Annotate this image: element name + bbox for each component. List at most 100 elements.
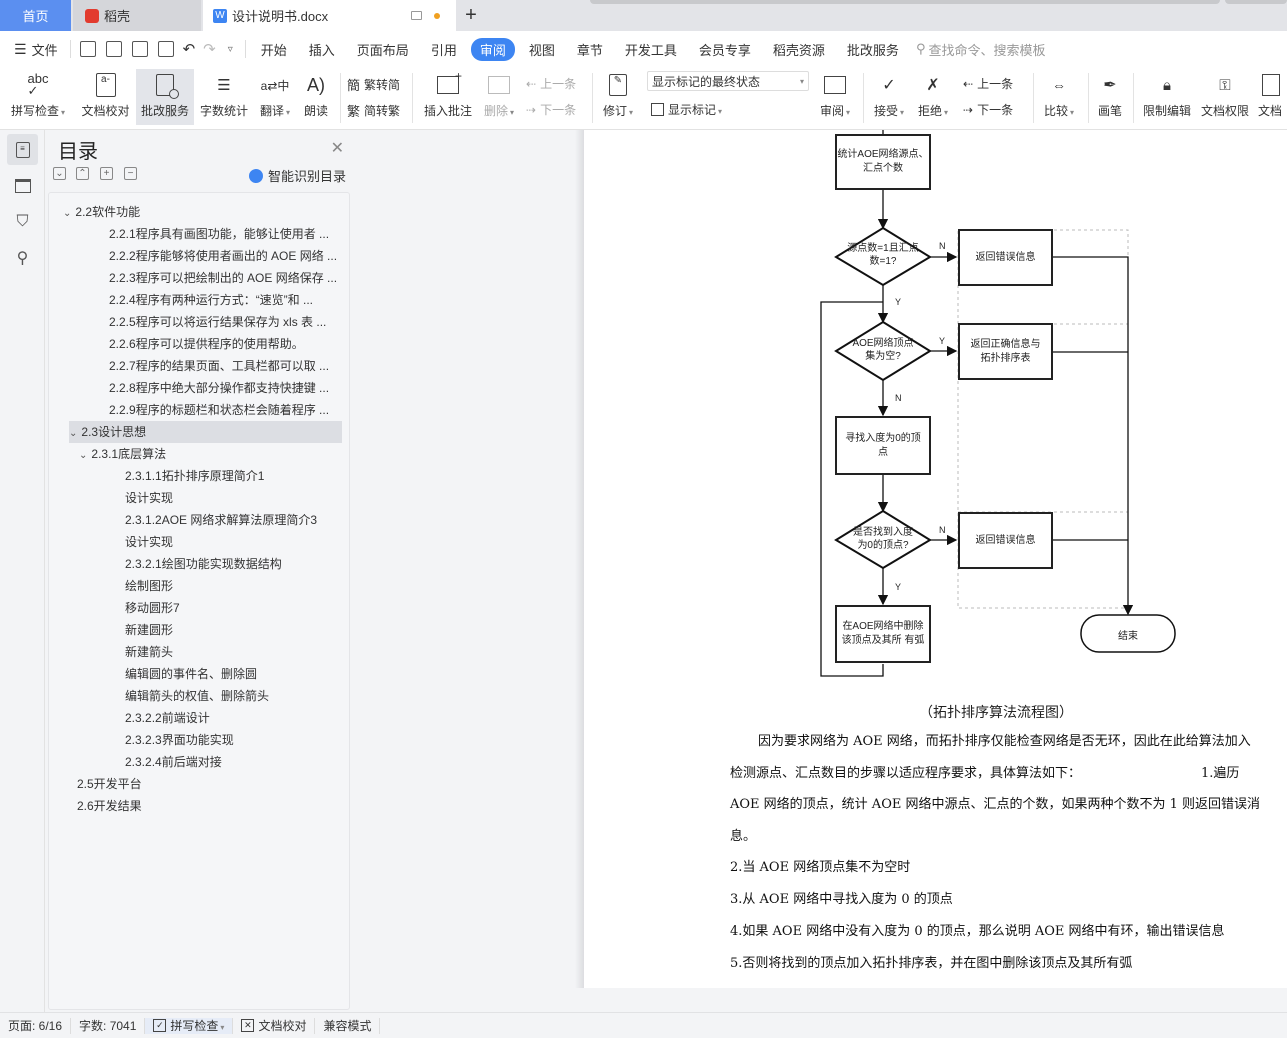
toc-item[interactable]: 2.3.2.2前端设计 [49,707,349,729]
more-dropdown-icon[interactable]: ▿ [227,43,233,55]
toc-item[interactable]: 2.6开发结果 [49,795,349,817]
collapse-all-icon[interactable]: ⌃ [76,167,89,180]
new-tab-button[interactable]: + [456,0,486,31]
pen-button[interactable]: ✒ 画笔 [1094,69,1126,125]
doc-permission-button[interactable]: ⚿ 文档权限 [1198,69,1252,125]
close-icon[interactable]: ✕ [330,140,344,157]
tab-daoke[interactable]: 稻壳 [73,0,201,31]
daoke-logo-icon [85,8,99,23]
find-nav-button[interactable]: ⚲ [7,242,38,273]
monitor-icon[interactable] [411,11,422,20]
next-change-button[interactable]: ⇢下一条 [963,101,1013,118]
toc-item[interactable]: 设计实现 [49,487,349,509]
export-pdf-icon[interactable] [105,41,122,57]
status-spellcheck-button[interactable]: ✓ 拼写检查 [145,1017,234,1034]
read-aloud-button[interactable]: A) 朗读 [300,69,332,125]
insert-comment-button[interactable]: + 插入批注 [420,69,476,125]
toc-item[interactable]: 新建箭头 [49,641,349,663]
toc-item[interactable]: 2.2.9程序的标题栏和状态栏会随着程序 ... [49,399,349,421]
expand-all-icon[interactable]: ⌄ [53,167,66,180]
toc-item[interactable]: 2.2.5程序可以将运行结果保存为 xls 表 ... [49,311,349,333]
menu-member[interactable]: 会员专享 [698,42,751,58]
toc-item[interactable]: 2.3.2.3界面功能实现 [49,729,349,751]
reject-button[interactable]: ✗ 拒绝 [914,69,952,125]
prev-change-button[interactable]: ⇠上一条 [963,75,1013,92]
toc-item-label: 编辑圆的事件名、删除圆 [125,667,258,681]
menu-review[interactable]: 审阅 [470,37,515,61]
flowchart-connectors [820,130,1176,677]
trad-to-simp-button[interactable]: 簡繁转简 [347,75,400,94]
next-change-label: 下一条 [977,103,1014,117]
toc-item[interactable]: 2.2.4程序有两种运行方式：“速览”和 ... [49,289,349,311]
review-pane-button[interactable]: 审阅 [814,69,856,125]
menu-view[interactable]: 视图 [528,42,555,58]
expand-level-icon[interactable]: + [100,167,113,180]
menu-daoke-resources[interactable]: 稻壳资源 [772,42,825,58]
toc-item[interactable]: ⌄2.3.1底层算法 [49,443,349,465]
outline-nav-button[interactable] [7,170,38,201]
toc-item[interactable]: 编辑圆的事件名、删除圆 [49,663,349,685]
chevron-down-icon[interactable]: ⌄ [79,450,88,461]
tab-document[interactable]: W 设计说明书.docx [203,0,456,31]
restrict-edit-button[interactable]: 🔒︎ 限制编辑 [1140,69,1194,125]
toc-item[interactable]: 2.3.1.2AOE 网络求解算法原理简介3 [49,509,349,531]
file-menu[interactable]: ☰ 文件 [0,40,66,59]
menu-page-layout[interactable]: 页面布局 [356,42,409,58]
doc-proof-button[interactable]: a- 文档校对 [78,69,133,125]
tab-home[interactable]: 首页 [0,0,71,31]
translate-button[interactable]: a⇄中 翻译 [256,69,294,125]
delete-comment-button[interactable]: 删除 [480,69,518,125]
spellcheck-button[interactable]: abc✓ 拼写检查 [8,69,68,125]
toc-item[interactable]: 移动圆形7 [49,597,349,619]
chevron-down-icon[interactable]: ⌄ [63,208,72,219]
toc-item[interactable]: ⌄2.3设计思想 [69,421,342,443]
toc-nav-button[interactable]: ≡ [7,134,38,165]
review-service-button[interactable]: 批改服务 [136,69,194,125]
toc-item[interactable]: 2.2.3程序可以把绘制出的 AOE 网络保存 ... [49,267,349,289]
toc-item[interactable]: 2.2.2程序能够将使用者画出的 AOE 网络 ... [49,245,349,267]
collapse-level-icon[interactable]: − [124,167,137,180]
save-icon[interactable] [79,41,96,57]
smart-toc-button[interactable]: 智能识别目录 [248,166,346,185]
toc-item[interactable]: 2.3.1.1拓扑排序原理简介1 [49,465,349,487]
track-changes-button[interactable]: ✎ 修订 [598,69,638,125]
next-comment-button[interactable]: ⇢下一条 [526,101,576,118]
prev-comment-button[interactable]: ⇠上一条 [526,75,576,92]
accept-button[interactable]: ✓ 接受 [870,69,908,125]
simp-to-trad-button[interactable]: 繁简转繁 [347,101,400,120]
command-search[interactable]: ⚲ 查找命令、搜索模板 [916,40,1046,59]
menu-developer[interactable]: 开发工具 [624,42,677,58]
page-indicator[interactable]: 页面: 6/16 [0,1017,72,1034]
menu-references[interactable]: 引用 [430,42,457,58]
compare-button[interactable]: ⇔ 比较 [1040,69,1078,125]
toc-item[interactable]: 2.2.1程序具有画图功能，能够让使用者 ... [49,223,349,245]
show-markup-button[interactable]: 显示标记 [651,101,722,118]
word-count-button[interactable]: ☰ 字数统计 [198,69,250,125]
chevron-down-icon[interactable]: ⌄ [69,428,78,439]
toc-item[interactable]: 编辑箭头的权值、删除箭头 [49,685,349,707]
toc-item[interactable]: 2.2.7程序的结果页面、工具栏都可以取 ... [49,355,349,377]
toc-item[interactable]: ⌄2.2软件功能 [49,201,349,223]
toc-item[interactable]: 2.3.2.4前后端对接 [49,751,349,773]
markup-state-select[interactable]: 显示标记的最终状态▾ [647,71,809,91]
print-icon[interactable] [131,41,148,57]
bookmark-nav-button[interactable]: ⛉ [7,206,38,237]
toc-item[interactable]: 新建圆形 [49,619,349,641]
toc-item[interactable]: 2.2.6程序可以提供程序的使用帮助。 [49,333,349,355]
flow-decision1-text: 源点数=1且汇点数=1? [847,243,919,267]
redo-icon[interactable]: ↷ [203,41,216,58]
toc-item[interactable]: 2.3.2.1绘图功能实现数据结构 [49,553,349,575]
toc-item[interactable]: 设计实现 [49,531,349,553]
undo-icon[interactable]: ↶ [182,41,196,58]
doc-more-button[interactable]: 文档 [1258,69,1287,125]
word-count-indicator[interactable]: 字数: 7041 [71,1017,146,1034]
toc-item[interactable]: 2.5开发平台 [49,773,349,795]
print-preview-icon[interactable] [157,41,174,57]
menu-section[interactable]: 章节 [576,42,603,58]
menu-insert[interactable]: 插入 [308,42,335,58]
toc-item[interactable]: 绘制图形 [49,575,349,597]
status-doc-proof-button[interactable]: ✕ 文档校对 [233,1017,316,1034]
menu-review-service[interactable]: 批改服务 [846,42,899,58]
menu-start[interactable]: 开始 [260,42,287,58]
toc-item[interactable]: 2.2.8程序中绝大部分操作都支持快捷键 ... [49,377,349,399]
